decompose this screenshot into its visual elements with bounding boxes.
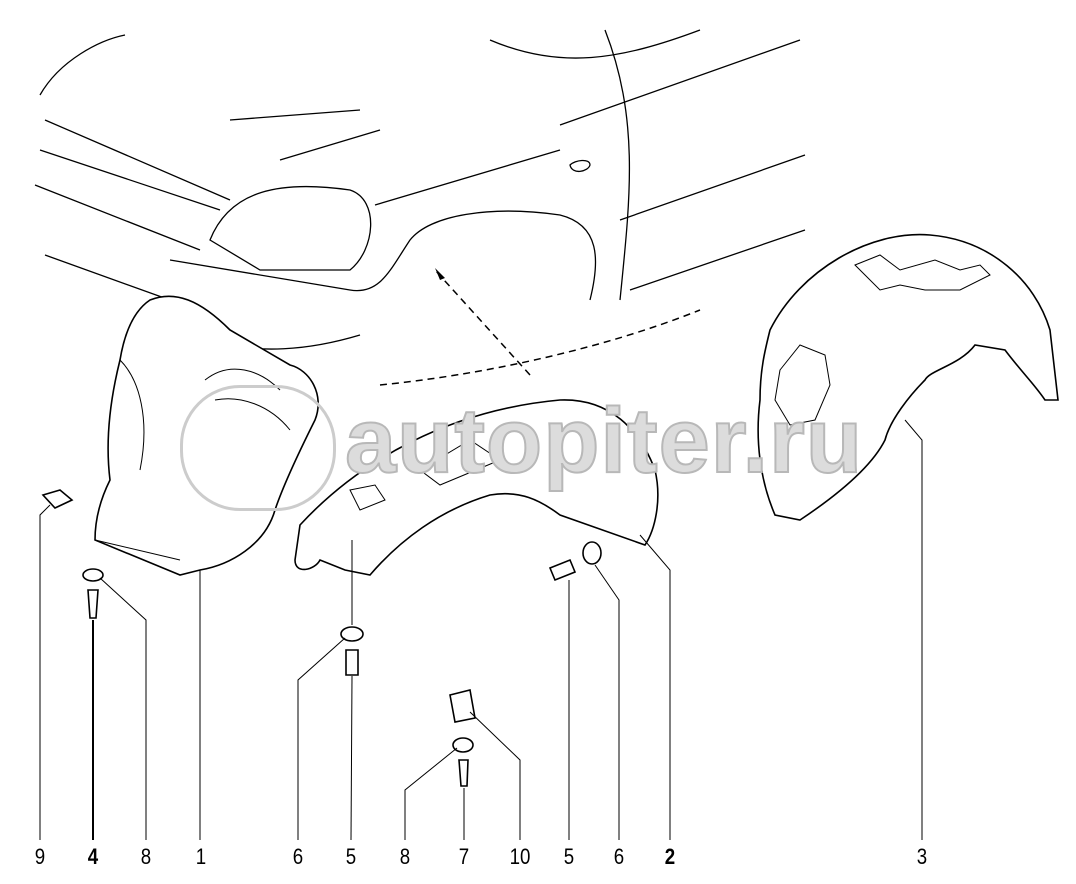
watermark-logo [180,385,336,511]
callout-label: 4 [87,844,99,869]
install-arrow [434,269,531,376]
part-6-washer-2 [582,541,602,565]
routing-line [379,309,701,386]
part-5-bolt-2 [548,558,577,582]
arrow-head [435,268,445,280]
part-2-liner [294,399,659,576]
callout-label: 5 [345,844,357,869]
part-7-screw [458,759,469,787]
callout-label: 8 [399,844,411,869]
callout-label: 6 [613,844,625,869]
part-8-washer [82,568,104,582]
callout-label: 3 [916,844,928,869]
callout-label: 2 [664,844,676,869]
callout-label: 10 [509,844,531,869]
car-body-outline [34,29,806,350]
callout-label: 5 [563,844,575,869]
part-9-clip [41,489,74,509]
part-6-washer [340,626,364,642]
callout-label: 7 [458,844,470,869]
callout-label: 8 [140,844,152,869]
callout-label: 9 [34,844,46,869]
part-10-clip [449,689,476,723]
part-8-washer-2 [452,737,474,753]
callout-label: 6 [292,844,304,869]
callout-label: 1 [195,844,207,869]
part-3-liner [757,233,1059,521]
part-4-screw [87,589,99,619]
watermark-text: autopiter.ru [344,390,864,492]
part-5-bolt [345,649,359,676]
leader-lines [39,419,923,841]
